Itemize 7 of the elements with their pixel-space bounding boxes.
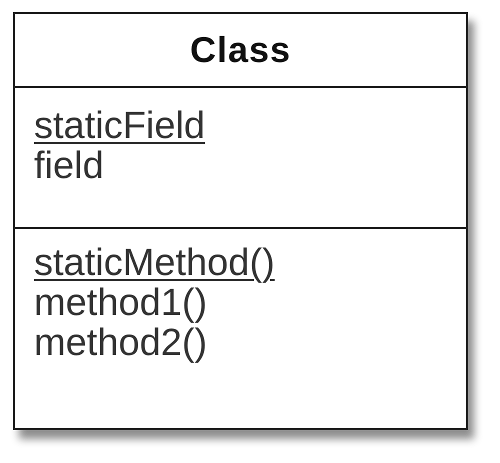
uml-class-box: [13, 12, 468, 430]
method: method2(): [34, 323, 208, 363]
static-attribute: staticField: [34, 106, 206, 146]
method: method1(): [34, 283, 208, 323]
attribute: field: [34, 146, 104, 186]
static-method: staticMethod(): [34, 243, 275, 283]
class-name: Class: [190, 30, 292, 70]
